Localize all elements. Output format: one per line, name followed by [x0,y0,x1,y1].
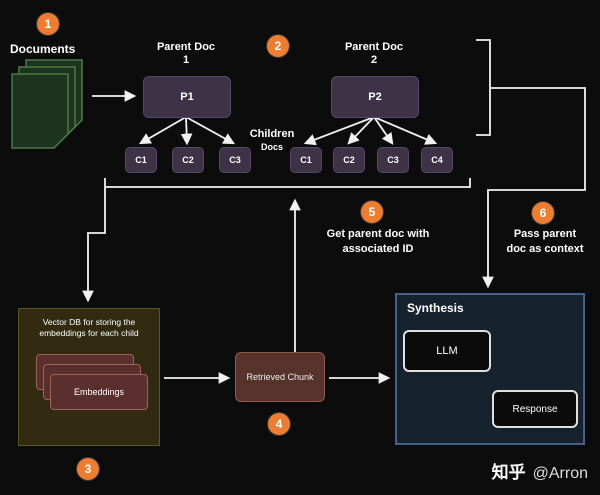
p2-child-1-node: C1 [290,147,322,173]
step-6-annotation-line2: doc as context [506,243,584,255]
arrow-p2-to-c4 [373,116,438,145]
step-1-badge: 1 [37,13,59,35]
step-5-annotation-line2: associated ID [342,243,414,255]
arrow-p2-to-c2 [347,116,375,145]
retrieved-chunk-node: Retrieved Chunk [235,352,325,402]
vector-db-caption-line1: Vector DB for storing the [42,317,136,327]
parent-doc-2-title-text: Parent Doc [344,41,404,53]
synthesis-title: Synthesis [407,301,464,315]
children-docs-label: Children Docs [242,128,302,152]
p1-child-2-node: C2 [172,147,204,173]
zhihu-brand-text: 知乎 [491,463,526,482]
step-6-annotation-line1: Pass parent [513,228,577,240]
arrow-p1-to-c3 [185,116,236,145]
watermark-author: @Arron [532,465,588,482]
llm-node: LLM [403,330,491,372]
arrow-parents-to-synthesis [482,87,586,289]
parent-doc-2-title: Parent Doc 2 [324,41,424,67]
parent-doc-1-title: Parent Doc 1 [136,41,236,67]
arrow-p1-to-c2 [180,116,193,146]
p1-child-3-node: C3 [219,147,251,173]
arrow-p2-to-c1 [303,116,375,146]
step-5-annotation-line1: Get parent doc with [326,228,430,240]
parent-doc-1-title-text: Parent Doc [156,41,216,53]
parents-right-bracket [476,39,491,136]
children-docs-label-line1: Children [249,128,295,140]
arrow-p1-to-c1 [138,116,187,145]
parent-doc-2-node: P2 [331,76,419,118]
step-5-badge: 5 [361,201,383,223]
response-node: Response [492,390,578,428]
documents-label: Documents [10,42,76,56]
p1-child-1-node: C1 [125,147,157,173]
step-4-badge: 4 [268,413,290,435]
step-5-annotation: Get parent doc with associated ID [300,227,456,257]
document-page [11,73,69,149]
arrow-p2-to-c3 [373,116,394,145]
parent-doc-1-node: P1 [143,76,231,118]
step-6-badge: 6 [532,202,554,224]
step-6-annotation: Pass parent doc as context [486,227,600,257]
arrow-children-to-vectordb [82,187,106,303]
parent-doc-1-number: 1 [182,54,190,66]
children-docs-label-line2: Docs [260,142,283,152]
p2-child-3-node: C3 [377,147,409,173]
parent-doc-2-number: 2 [370,54,378,66]
vector-db-caption: Vector DB for storing the embeddings for… [19,309,159,339]
watermark: 知乎 @Arron [492,458,588,483]
documents-stack [11,59,83,149]
p2-child-2-node: C2 [333,147,365,173]
step-3-badge: 3 [77,458,99,480]
step-2-badge: 2 [267,35,289,57]
vector-db-caption-line2: embeddings for each child [39,328,139,338]
children-bracket [104,178,471,188]
p2-child-4-node: C4 [421,147,453,173]
embeddings-card-front: Embeddings [50,374,148,410]
